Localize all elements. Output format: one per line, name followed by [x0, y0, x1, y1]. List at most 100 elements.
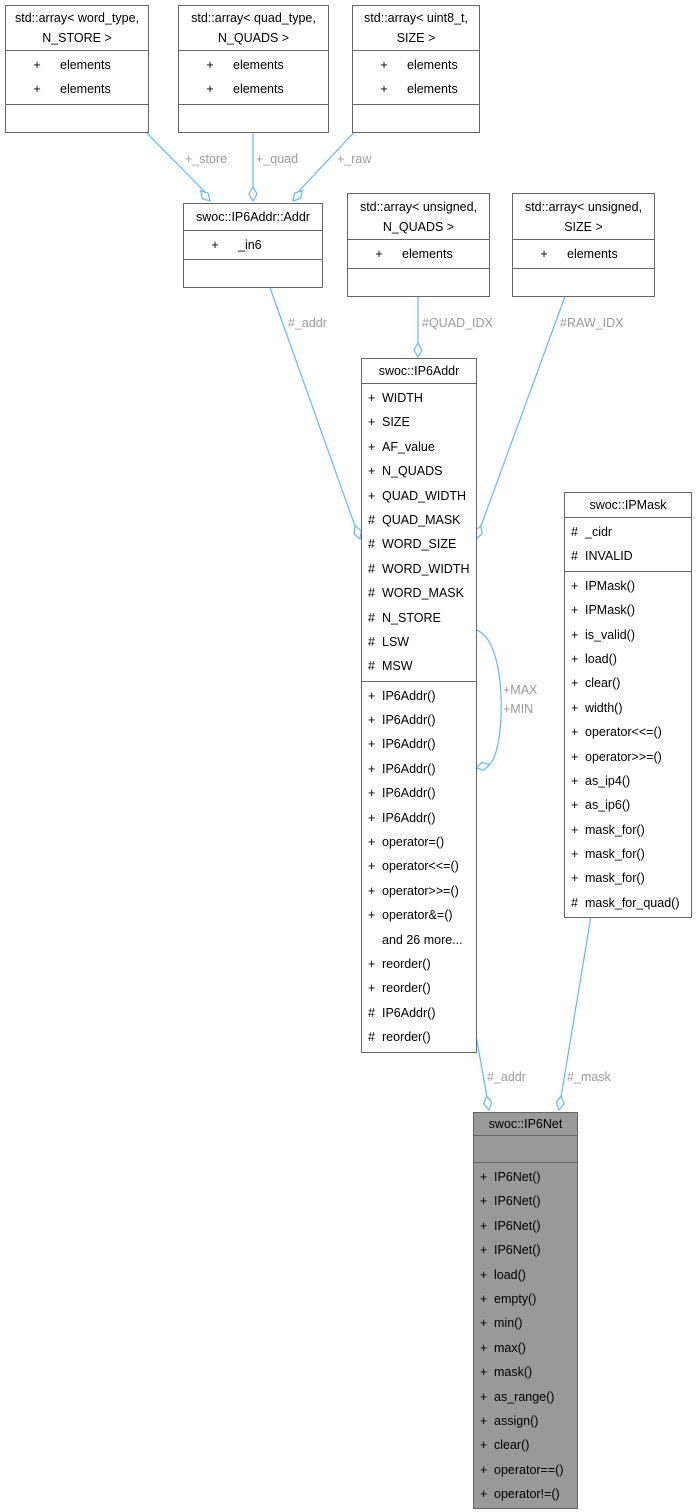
visibility-marker: +: [368, 908, 376, 923]
method-row[interactable]: +operator==(): [474, 1458, 577, 1482]
method-row[interactable]: +clear(): [565, 671, 691, 695]
class-title[interactable]: swoc::IP6Addr::Addr: [184, 204, 322, 231]
class-title[interactable]: std::array< unsigned,N_QUADS >: [348, 194, 489, 240]
method-row[interactable]: +IPMask(): [565, 574, 691, 598]
attribute-row[interactable]: +WIDTH: [362, 386, 476, 410]
visibility-marker: +: [571, 822, 579, 837]
attribute-row[interactable]: #WORD_SIZE: [362, 532, 476, 556]
attribute-name: elements: [567, 247, 618, 261]
method-row[interactable]: +operator>>=(): [362, 879, 476, 903]
attribute-row[interactable]: #WORD_WIDTH: [362, 557, 476, 581]
attribute-row[interactable]: +elements: [179, 53, 328, 77]
method-row[interactable]: +load(): [565, 647, 691, 671]
attribute-row[interactable]: +QUAD_WIDTH: [362, 484, 476, 508]
method-row[interactable]: #mask_for_quad(): [565, 891, 691, 915]
attribute-row[interactable]: #LSW: [362, 630, 476, 654]
class-title[interactable]: std::array< uint8_t,SIZE >: [353, 6, 479, 51]
class-box-array-unsigned-quads[interactable]: std::array< unsigned,N_QUADS >+elements: [347, 193, 490, 298]
method-name: mask_for(): [585, 822, 645, 837]
class-title[interactable]: std::array< word_type,N_STORE >: [6, 6, 148, 51]
method-row[interactable]: +IP6Addr(): [362, 781, 476, 805]
attribute-row[interactable]: #WORD_MASK: [362, 581, 476, 605]
attributes-section: +elements+elements: [353, 51, 479, 105]
attribute-row[interactable]: +SIZE: [362, 410, 476, 434]
visibility-marker: +: [571, 627, 579, 642]
attribute-row[interactable]: +elements: [353, 77, 479, 101]
method-row[interactable]: +IPMask(): [565, 598, 691, 622]
method-row[interactable]: +reorder(): [362, 976, 476, 1000]
method-row[interactable]: +IP6Net(): [474, 1214, 577, 1238]
method-row[interactable]: +operator=(): [362, 830, 476, 854]
attribute-row[interactable]: +_in6: [184, 233, 322, 257]
aggregation-edge: [475, 1034, 488, 1098]
method-row[interactable]: +empty(): [474, 1287, 577, 1311]
method-row[interactable]: +IP6Addr(): [362, 732, 476, 756]
method-row[interactable]: +IP6Net(): [474, 1189, 577, 1213]
class-title[interactable]: std::array< unsigned,SIZE >: [513, 194, 654, 240]
class-title-line: SIZE >: [564, 219, 603, 234]
visibility-marker: +: [368, 737, 376, 752]
method-row[interactable]: +clear(): [474, 1433, 577, 1457]
attribute-row[interactable]: +elements: [353, 53, 479, 77]
class-title-line: std::array< unsigned,: [359, 199, 478, 214]
method-row[interactable]: +IP6Net(): [474, 1165, 577, 1189]
class-box-array-unsigned-size[interactable]: std::array< unsigned,SIZE >+elements: [512, 193, 655, 298]
method-row[interactable]: +operator&=(): [362, 903, 476, 927]
class-title[interactable]: swoc::IP6Net: [474, 1113, 577, 1136]
method-row[interactable]: +IP6Addr(): [362, 806, 476, 830]
method-row[interactable]: +assign(): [474, 1409, 577, 1433]
class-title[interactable]: swoc::IPMask: [565, 493, 691, 518]
method-row[interactable]: +as_range(): [474, 1385, 577, 1409]
edge-label-line: #_mask: [567, 1070, 611, 1084]
method-row[interactable]: +IP6Addr(): [362, 684, 476, 708]
method-row[interactable]: #IP6Addr(): [362, 1001, 476, 1025]
class-box-array-word[interactable]: std::array< word_type,N_STORE >+elements…: [5, 5, 149, 133]
class-title-line: swoc::IP6Addr::Addr: [196, 210, 310, 224]
attribute-row[interactable]: #QUAD_MASK: [362, 508, 476, 532]
attribute-row[interactable]: +elements: [6, 77, 148, 101]
attribute-row[interactable]: +AF_value: [362, 435, 476, 459]
method-row[interactable]: +as_ip6(): [565, 793, 691, 817]
attribute-row[interactable]: #N_STORE: [362, 606, 476, 630]
class-box-ip6addr[interactable]: swoc::IP6Addr+WIDTH+SIZE+AF_value+N_QUAD…: [361, 358, 477, 1053]
visibility-marker: +: [368, 439, 376, 454]
class-box-addr[interactable]: swoc::IP6Addr::Addr+_in6: [183, 203, 323, 289]
attribute-row[interactable]: +elements: [513, 242, 654, 266]
class-title[interactable]: swoc::IP6Addr: [362, 359, 476, 384]
class-box-array-uint8[interactable]: std::array< uint8_t,SIZE >+elements+elem…: [352, 5, 480, 133]
attribute-row[interactable]: #_cidr: [565, 520, 691, 544]
class-box-array-quad[interactable]: std::array< quad_type,N_QUADS >+elements…: [178, 5, 329, 133]
method-row[interactable]: +width(): [565, 696, 691, 720]
attribute-row[interactable]: +elements: [348, 242, 489, 266]
method-row[interactable]: +mask(): [474, 1360, 577, 1384]
method-row[interactable]: +min(): [474, 1311, 577, 1335]
method-row[interactable]: +IP6Net(): [474, 1238, 577, 1262]
method-row[interactable]: #reorder(): [362, 1025, 476, 1049]
visibility-marker: +: [480, 1243, 488, 1258]
visibility-marker: +: [571, 676, 579, 691]
method-row[interactable]: +is_valid(): [565, 623, 691, 647]
method-row[interactable]: and 26 more...: [362, 928, 476, 952]
method-row[interactable]: +operator>>=(): [565, 745, 691, 769]
method-row[interactable]: +reorder(): [362, 952, 476, 976]
method-row[interactable]: +mask_for(): [565, 842, 691, 866]
attribute-row[interactable]: +elements: [6, 53, 148, 77]
method-row[interactable]: +load(): [474, 1263, 577, 1287]
class-box-ipmask[interactable]: swoc::IPMask#_cidr#INVALID+IPMask()+IPMa…: [564, 492, 692, 919]
class-box-ip6net[interactable]: swoc::IP6Net+IP6Net()+IP6Net()+IP6Net()+…: [473, 1112, 578, 1510]
method-name: IP6Addr(): [382, 761, 436, 776]
method-row[interactable]: +operator!=(): [474, 1482, 577, 1506]
attribute-row[interactable]: +N_QUADS: [362, 459, 476, 483]
class-title[interactable]: std::array< quad_type,N_QUADS >: [179, 6, 328, 51]
method-row[interactable]: +max(): [474, 1336, 577, 1360]
attribute-row[interactable]: #MSW: [362, 654, 476, 678]
method-row[interactable]: +as_ip4(): [565, 769, 691, 793]
method-row[interactable]: +operator<<=(): [565, 720, 691, 744]
method-row[interactable]: +mask_for(): [565, 866, 691, 890]
method-row[interactable]: +IP6Addr(): [362, 757, 476, 781]
attribute-row[interactable]: #INVALID: [565, 544, 691, 568]
method-row[interactable]: +operator<<=(): [362, 854, 476, 878]
method-row[interactable]: + mask_for(): [565, 818, 691, 842]
method-row[interactable]: +IP6Addr(): [362, 708, 476, 732]
attribute-row[interactable]: +elements: [179, 77, 328, 101]
